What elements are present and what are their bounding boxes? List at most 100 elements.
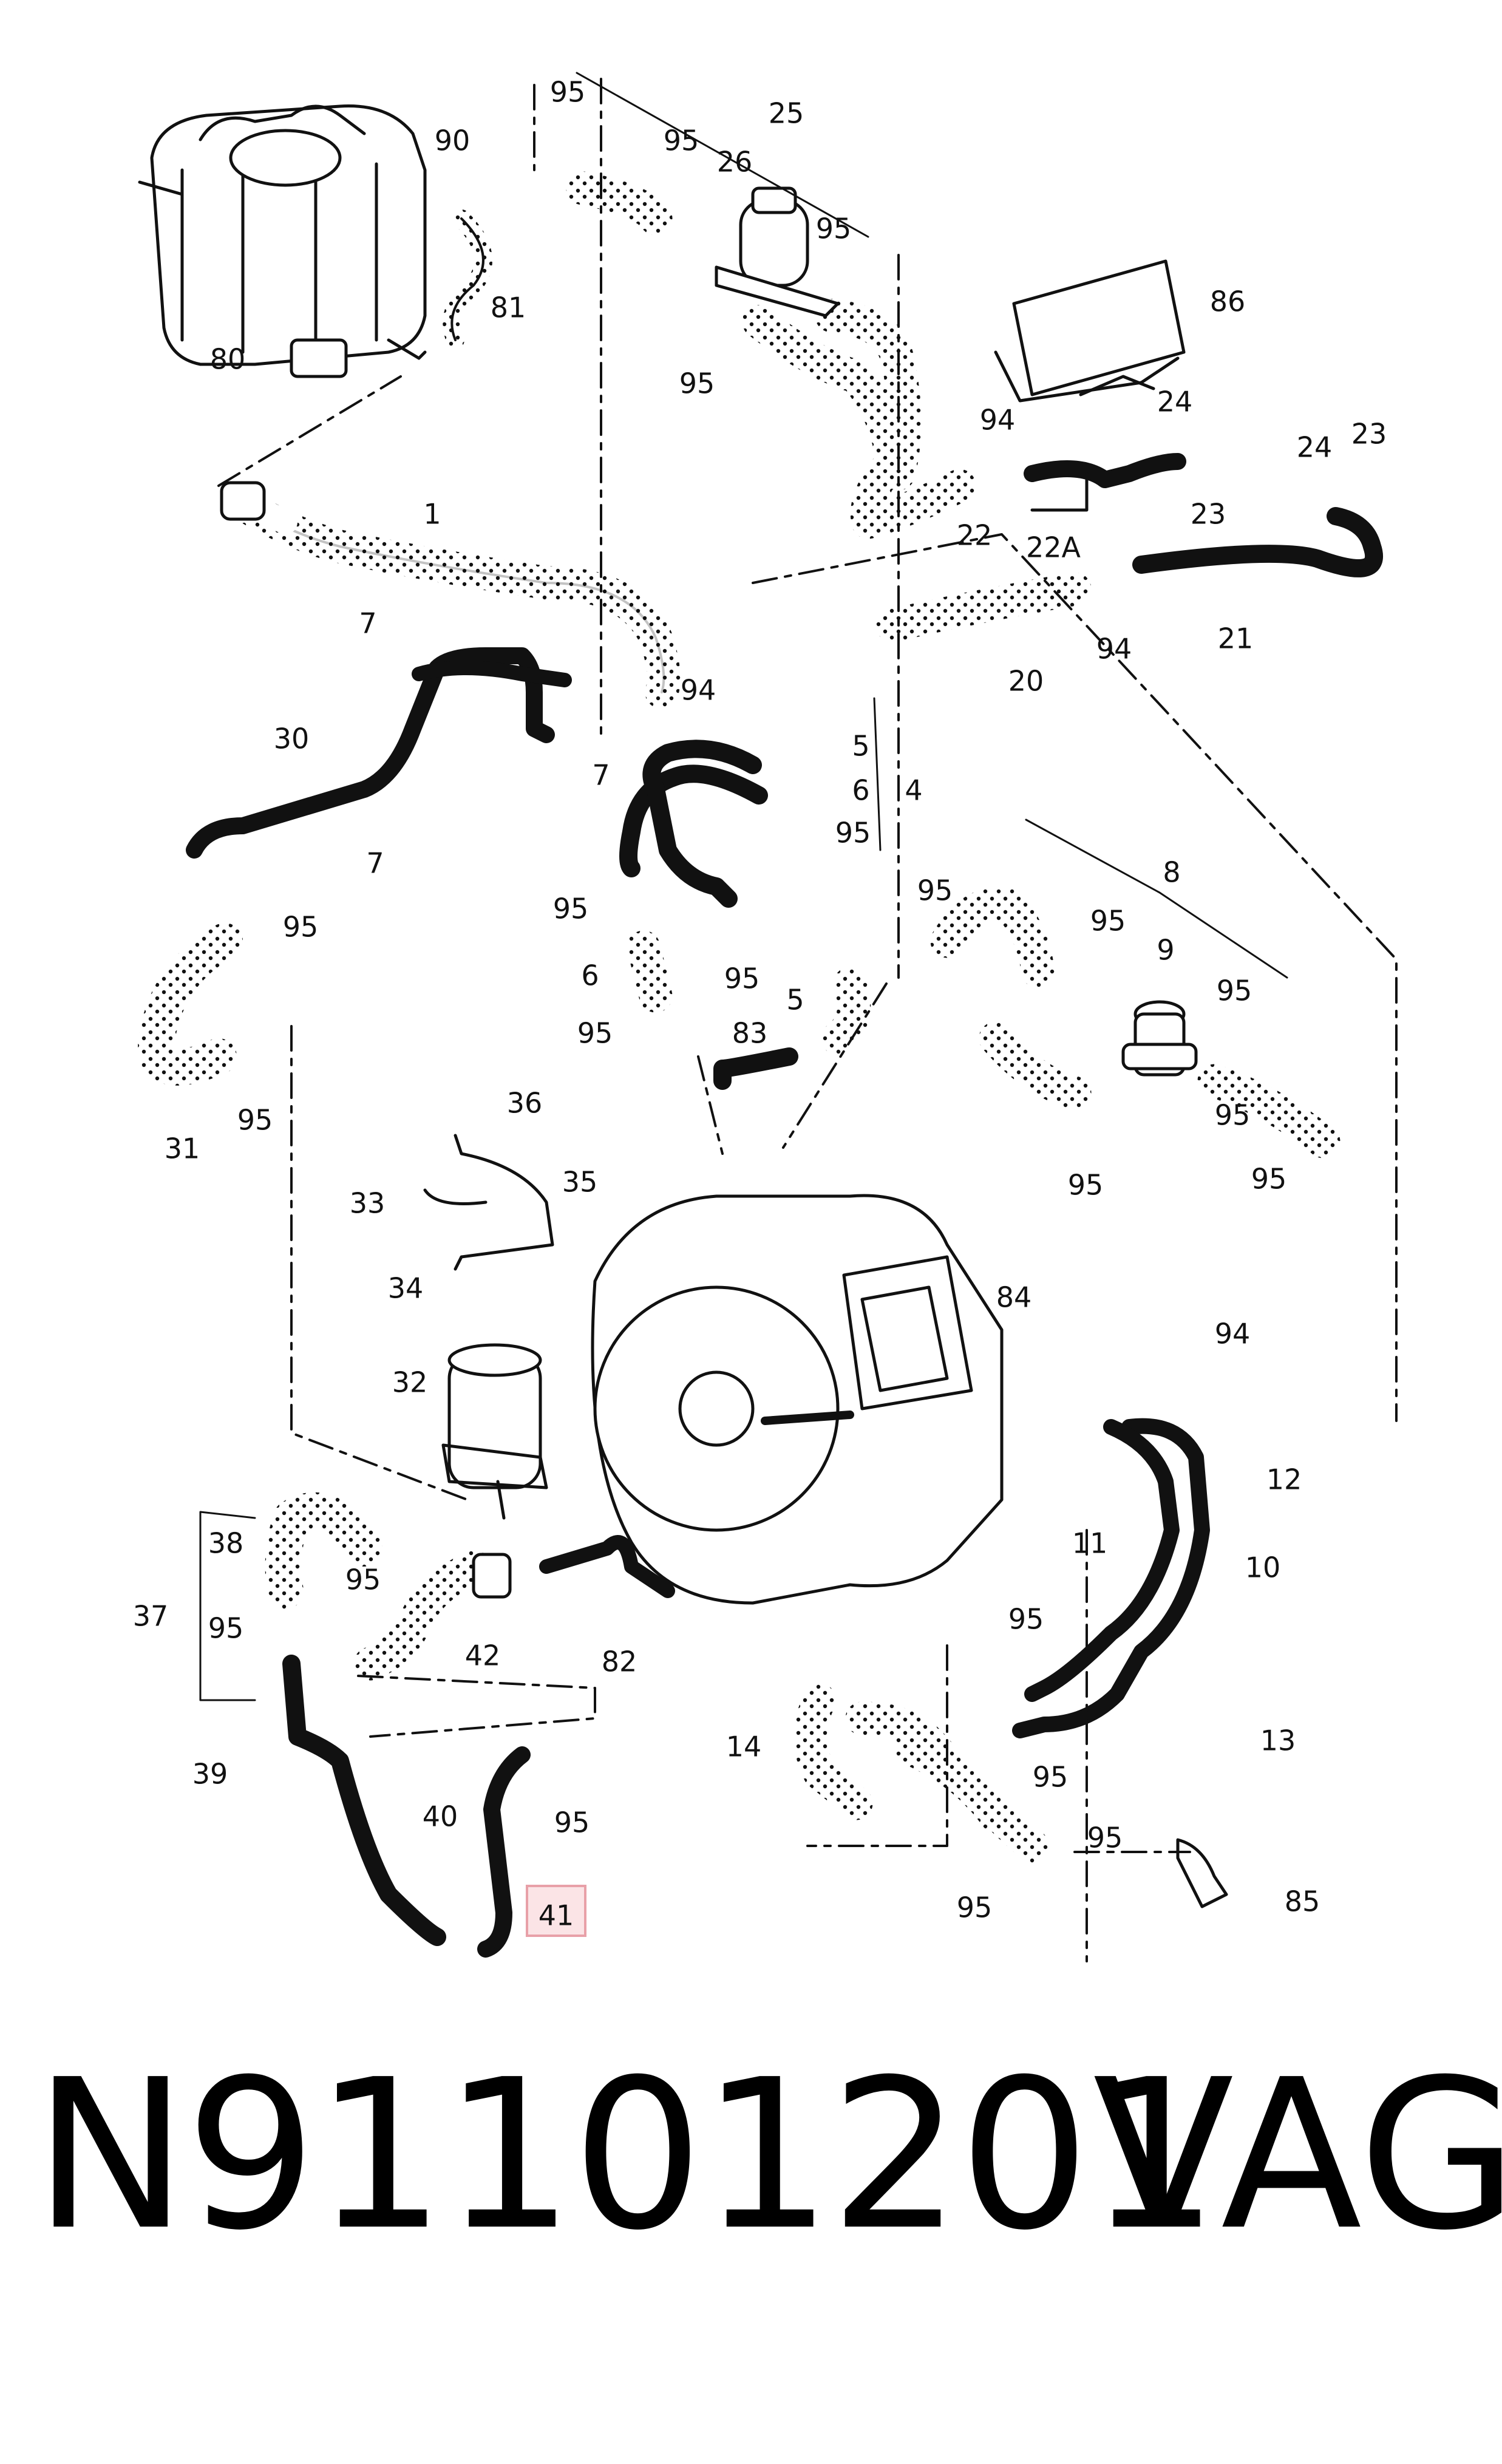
callout-14: 14 [726, 1731, 762, 1763]
callout-36: 36 [507, 1087, 543, 1120]
callout-10: 10 [1245, 1551, 1281, 1584]
callout-95: 95 [1251, 1163, 1287, 1196]
expansion-tank [138, 104, 427, 378]
callout-25: 25 [769, 97, 804, 130]
callout-35: 35 [562, 1166, 598, 1199]
pipe-37 [282, 1655, 446, 1946]
hose-1 [226, 487, 681, 709]
callout-4: 4 [905, 774, 922, 807]
pump-bracket [423, 1134, 554, 1271]
callout-7: 7 [592, 759, 610, 792]
cooler-86 [994, 259, 1186, 403]
footer: N91101201 VAG [0, 2052, 1502, 2307]
callout-30: 30 [274, 723, 310, 755]
callout-31: 31 [165, 1132, 200, 1165]
callout-85: 85 [1285, 1885, 1320, 1918]
callout-95: 95 [345, 1564, 381, 1596]
pipe-21 [1132, 507, 1383, 577]
callout-95: 95 [679, 367, 715, 400]
callout-94: 94 [681, 674, 716, 707]
callout-83: 83 [732, 1017, 768, 1050]
callout-95: 95 [1217, 975, 1252, 1007]
hose-31 [138, 923, 243, 1086]
callout-95: 95 [1008, 1603, 1044, 1636]
hose-5 [642, 740, 762, 908]
brand-name: VAG [1093, 2035, 1502, 2276]
pipe-10 [1012, 1418, 1210, 1738]
hose-14 [793, 1683, 873, 1820]
callout-90: 90 [435, 124, 471, 157]
callout-95: 95 [917, 874, 953, 907]
callout-7: 7 [359, 607, 376, 640]
callout-9: 9 [1157, 934, 1174, 967]
callout-95: 95 [816, 213, 852, 245]
valve-26 [715, 186, 840, 318]
callout-94: 94 [1215, 1318, 1251, 1350]
callout-95: 95 [1033, 1761, 1069, 1794]
callout-95: 95 [577, 1017, 613, 1050]
callout-81: 81 [491, 291, 526, 324]
callout-40: 40 [423, 1800, 458, 1833]
hose-42 [353, 1550, 491, 1681]
callout-95: 95 [1090, 905, 1126, 938]
callout-95: 95 [664, 124, 699, 157]
callout-94: 94 [1096, 633, 1132, 665]
callout-23: 23 [1191, 498, 1226, 531]
callout-41: 41 [539, 1899, 574, 1932]
callout-39: 39 [192, 1758, 228, 1791]
part-number: N91101201 [33, 2035, 1219, 2276]
pipe-22 [1024, 453, 1186, 488]
valve-9 [1121, 1000, 1198, 1077]
callout-84: 84 [996, 1281, 1032, 1314]
callout-95: 95 [553, 893, 589, 925]
callout-95: 95 [550, 76, 586, 109]
callout-24: 24 [1157, 386, 1193, 418]
callout-95: 95 [283, 911, 319, 944]
callout-95: 95 [1087, 1822, 1123, 1854]
callout-95: 95 [1068, 1169, 1104, 1202]
callout-80: 80 [210, 343, 246, 376]
callout-33: 33 [350, 1187, 386, 1220]
callout-7: 7 [366, 847, 384, 880]
callout-6: 6 [581, 959, 599, 992]
callout-42: 42 [465, 1639, 501, 1672]
callout-82: 82 [602, 1646, 637, 1678]
callout-24: 24 [1297, 431, 1333, 464]
callout-8: 8 [1163, 856, 1180, 889]
callout-5: 5 [852, 730, 869, 763]
callout-95: 95 [957, 1891, 993, 1924]
callout-95: 95 [724, 962, 760, 995]
callout-95: 95 [1215, 1099, 1251, 1132]
callout-23: 23 [1351, 418, 1387, 451]
callout-95: 95 [208, 1612, 244, 1645]
callout-5: 5 [786, 984, 804, 1016]
callout-11: 11 [1072, 1527, 1108, 1560]
callout-94: 94 [980, 404, 1016, 437]
hose-20 [875, 572, 1092, 642]
part-85 [1176, 1838, 1228, 1908]
callout-6: 6 [852, 774, 869, 807]
gearbox-84 [591, 1194, 1004, 1605]
callout-34: 34 [388, 1272, 424, 1305]
callout-13: 13 [1260, 1724, 1296, 1757]
callout-32: 32 [392, 1366, 428, 1399]
callout-86: 86 [1210, 285, 1246, 318]
callout-20: 20 [1008, 665, 1044, 698]
callout-37: 37 [133, 1600, 169, 1633]
callout-26: 26 [717, 146, 753, 179]
hose-38 [265, 1492, 382, 1609]
callout-1: 1 [423, 498, 441, 531]
callout-22a: 22A [1026, 531, 1081, 564]
hose-8 [930, 887, 1055, 989]
pump-32 [441, 1343, 548, 1520]
callout-38: 38 [208, 1527, 244, 1560]
callout-95: 95 [835, 817, 871, 849]
pipe-30 [186, 647, 555, 859]
callout-22: 22 [957, 519, 993, 552]
highlight-box [526, 1885, 586, 1937]
callout-12: 12 [1266, 1463, 1302, 1496]
callout-95: 95 [237, 1104, 273, 1137]
callout-21: 21 [1218, 622, 1254, 655]
